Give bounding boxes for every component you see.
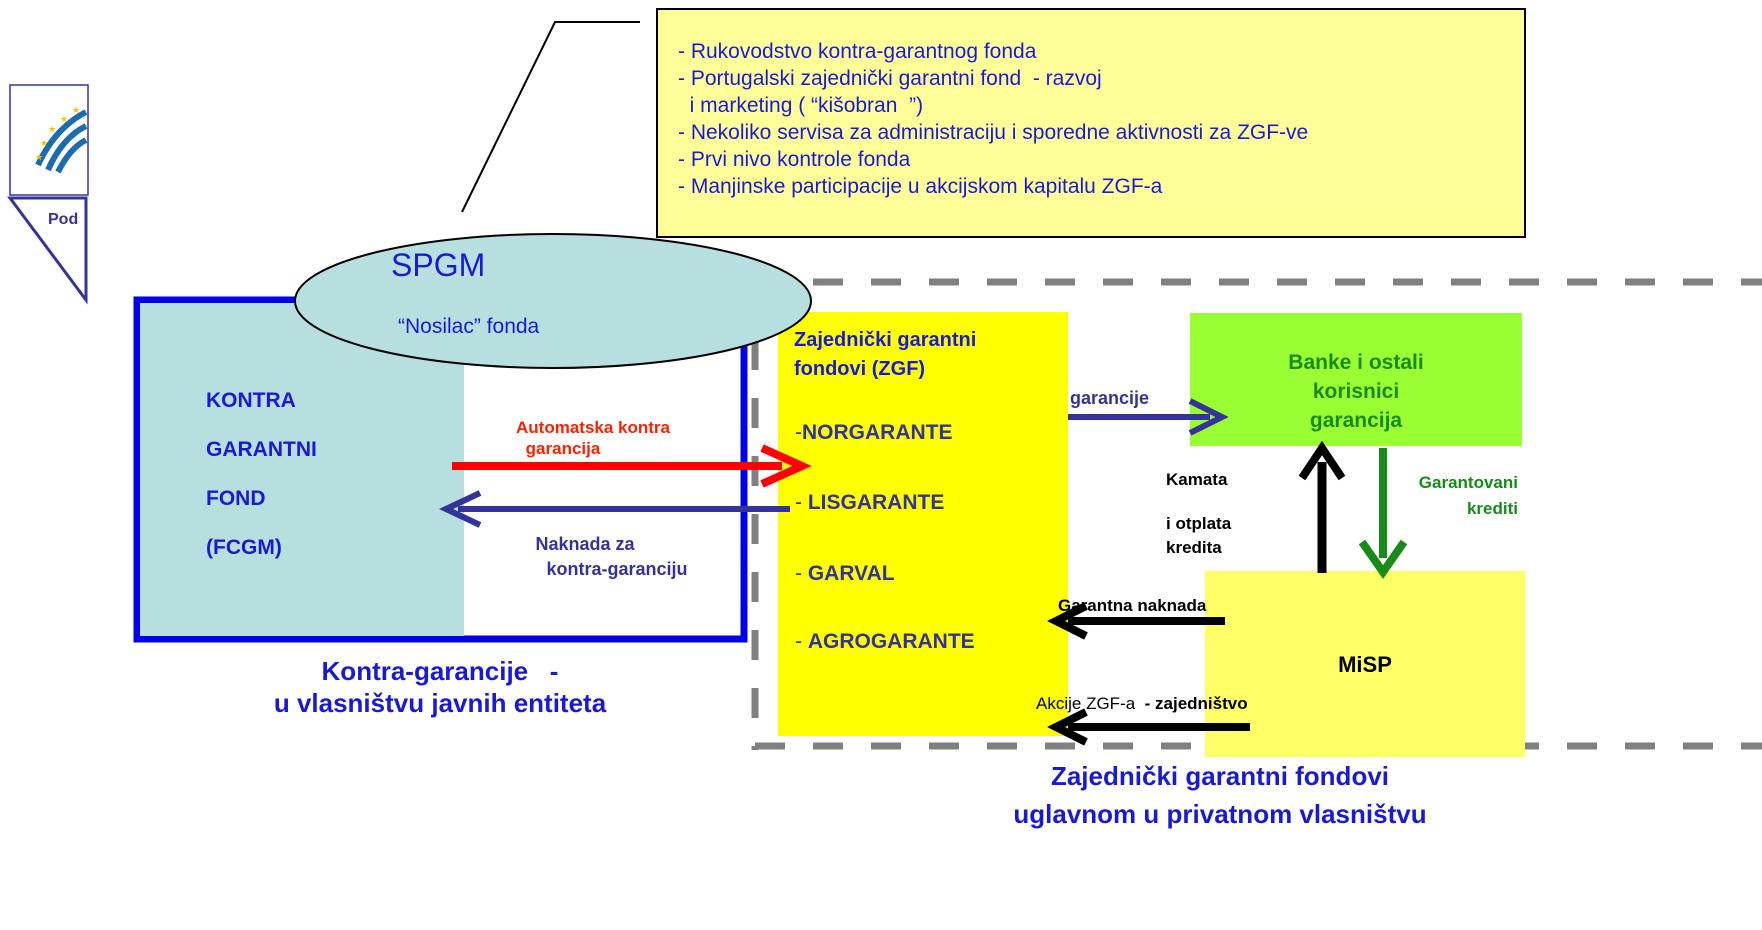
guaranteed-loans-label: Garantovani krediti: [1406, 470, 1518, 522]
banks-line1: Banke i ostali: [1288, 351, 1424, 374]
banks-line3: garancija: [1309, 409, 1403, 432]
banks-box: [1190, 313, 1522, 446]
svg-text:★: ★: [48, 124, 56, 134]
fund-item-label: LISGARANTE: [807, 491, 945, 514]
interest-label-2: i otplata kredita: [1166, 512, 1231, 560]
fund-item-garval: - GARVAL: [795, 562, 895, 585]
callout-line: - Manjinske participacije u akcijskom ka…: [678, 175, 1163, 198]
guarantees-label: garancije: [1070, 388, 1150, 408]
auto-counter-guarantee-arrow: [452, 444, 812, 488]
spgm-subtitle: “Nosilac” fonda: [398, 315, 540, 338]
fund-item-lisgarante: - LISGARANTE: [795, 491, 945, 514]
svg-text:★: ★: [72, 105, 80, 115]
zgf-title-line2: fondovi (ZGF): [794, 358, 926, 380]
counter-guarantee-fee-arrow: [438, 490, 790, 528]
shares-prefix: Akcije ZGF-a: [1036, 694, 1136, 713]
callout-box: - Rukovodstvo kontra-garantnog fonda - P…: [656, 8, 1526, 238]
banks-label: Banke i ostali korisnici garancija: [1190, 348, 1522, 435]
fund-item-label: NORGARANTE: [802, 421, 953, 444]
counter-fund-line: (FCGM): [206, 536, 282, 559]
interest-label-1: Kamata: [1166, 470, 1228, 489]
svg-text:★: ★: [60, 114, 68, 124]
shares-arrow: [1047, 708, 1250, 746]
guarantee-fee-arrow: [1047, 602, 1225, 640]
guarantees-arrow: [1068, 398, 1229, 436]
callout-line: - Nekoliko servisa za administraciju i s…: [678, 121, 1309, 144]
logo-text: Pod: [48, 211, 79, 228]
fund-item-agrogarante: - AGROGARANTE: [795, 630, 975, 653]
guaranteed-loans-arrow: [1358, 448, 1408, 579]
auto-counter-line2: garancija: [525, 439, 601, 458]
auto-counter-line1: Automatska kontra: [516, 418, 670, 437]
caption-private-line1: Zajednički garantni fondovi: [1050, 761, 1390, 791]
fund-item-label: GARVAL: [807, 562, 895, 585]
logo-emblem: ★★★ ★★: [7, 84, 89, 305]
fee-line2: kontra-garanciju: [546, 559, 688, 579]
zgf-box: [778, 312, 1068, 736]
caption-private: Zajednički garantni fondovi uglavnom u p…: [940, 757, 1500, 833]
misp-box: [1205, 571, 1525, 757]
callout-line: - Rukovodstvo kontra-garantnog fonda: [678, 40, 1037, 63]
shares-label: Akcije ZGF-a - zajedništvo: [1036, 694, 1248, 714]
shares-suffix: - zajedništvo: [1144, 694, 1248, 713]
caption-public: Kontra-garancije - u vlasništvu javnih e…: [160, 655, 720, 719]
auto-counter-guarantee-label: Automatska kontra garancija: [483, 417, 703, 459]
interest-line3: kredita: [1166, 538, 1222, 557]
private-area-border: [751, 278, 1762, 750]
caption-public-line1: Kontra-garancije -: [321, 656, 559, 686]
fund-item-norgarante: -NORGARANTE: [795, 421, 953, 444]
interest-repayment-arrow: [1298, 440, 1346, 573]
callout-line: - Portugalski zajednički garantni fond -…: [678, 67, 1102, 90]
guarantee-fee-label: Garantna naknada: [1058, 596, 1207, 615]
misp-label: MiSP: [1338, 652, 1392, 677]
fund-item-label: AGROGARANTE: [807, 630, 975, 653]
callout-line: - Prvi nivo kontrole fonda: [678, 148, 911, 171]
callout-pointer: [461, 21, 640, 213]
zgf-title-line1: Zajednički garantni: [794, 329, 977, 351]
caption-public-line2: u vlasništvu javnih entiteta: [273, 688, 607, 718]
zgf-title: Zajednički garantni fondovi (ZGF): [794, 326, 976, 384]
counter-guarantee-fee-label: Naknada za kontra-garanciju: [522, 532, 712, 582]
counter-fund-line: FOND: [206, 487, 266, 510]
callout-line: i marketing ( “kišobran ”): [678, 94, 924, 117]
counter-fund-fill: [140, 303, 464, 636]
eu-stars-icon: ★★★ ★★: [35, 105, 80, 162]
counter-fund-line: GARANTNI: [206, 438, 317, 461]
spgm-ellipse: [294, 233, 812, 369]
spgm-title: SPGM: [391, 247, 486, 283]
svg-text:★: ★: [35, 152, 43, 162]
counter-fund-line: KONTRA: [206, 389, 296, 412]
caption-private-line2: uglavnom u privatnom vlasništvu: [1013, 799, 1427, 829]
svg-text:★: ★: [40, 138, 48, 148]
interest-line2: i otplata: [1166, 514, 1232, 533]
counter-fund-label: KONTRA GARANTNI FOND (FCGM): [206, 376, 317, 572]
guaranteed-line1: Garantovani: [1418, 473, 1518, 492]
fee-line1: Naknada za: [535, 534, 635, 554]
banks-line2: korisnici: [1312, 380, 1400, 403]
guaranteed-line2: krediti: [1466, 499, 1518, 518]
